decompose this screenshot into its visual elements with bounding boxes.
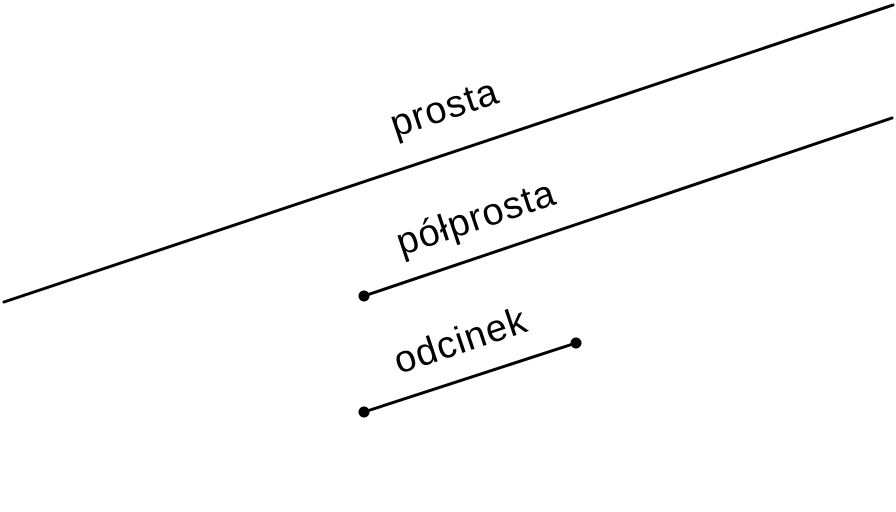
segment-odcinek [358,337,582,418]
segment-start-dot [358,406,370,418]
line-prosta [2,3,895,304]
ray-start-dot [358,290,370,302]
segment-end-dot [570,337,582,349]
label-odcinek: odcinek [389,299,533,382]
label-polprosta: półprosta [391,172,561,264]
segment-odcinek-line [362,341,578,414]
label-prosta: prosta [385,71,504,146]
ray-polprosta-line [362,116,894,298]
ray-polprosta [358,116,894,302]
